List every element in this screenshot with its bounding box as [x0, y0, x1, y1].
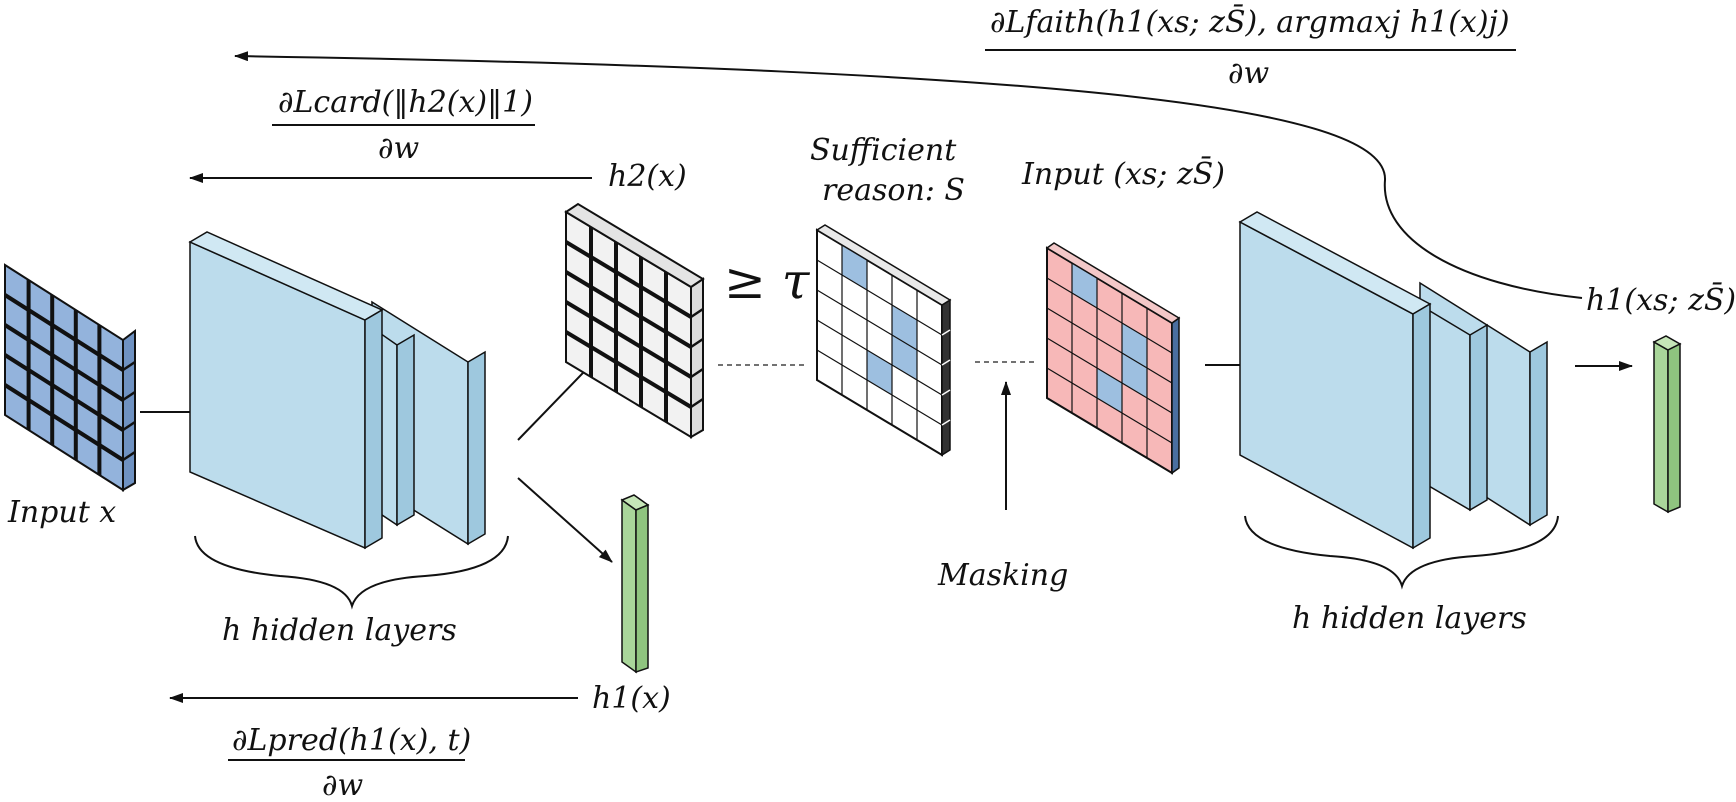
sufficient-label-line1: Sufficient — [810, 133, 957, 168]
masked-input-label: Input (xs; zS̄) — [1021, 156, 1225, 192]
masked-input-grid — [1045, 242, 1181, 475]
hidden-layers-left-label: h hidden layers — [222, 613, 457, 648]
hidden-layers-right — [1238, 211, 1548, 550]
geq-tau-label: ≥ τ — [724, 252, 811, 310]
h1-output-bar-left — [620, 494, 650, 674]
hidden-layers-left — [188, 231, 486, 550]
h1-masked-label: h1(xs; zS̄) — [1586, 282, 1736, 318]
input-x-label: Input x — [7, 495, 116, 530]
faith-loss-denominator: ∂w — [1228, 56, 1270, 91]
h1-output-bar-right — [1652, 335, 1682, 514]
brace-right — [1244, 515, 1559, 590]
pred-loss-numerator: ∂Lpred(h1(x), t) — [232, 723, 471, 758]
h1x-label: h1(x) — [592, 681, 671, 716]
masking-label: Masking — [937, 558, 1068, 593]
brace-left — [194, 535, 509, 610]
card-loss-denominator: ∂w — [378, 131, 420, 166]
pred-loss-denominator: ∂w — [322, 768, 364, 802]
hidden-layers-right-label: h hidden layers — [1292, 601, 1527, 636]
sufficient-label-line2: reason: S — [822, 173, 965, 208]
input-x-grid — [3, 263, 136, 492]
card-loss-numerator: ∂Lcard(‖h2(x)‖1) — [278, 85, 533, 120]
h2x-label: h2(x) — [608, 159, 687, 194]
h2-grid — [564, 202, 705, 439]
sufficient-reason-grid — [815, 224, 952, 457]
arrow-to-h1-bar — [517, 477, 613, 563]
faith-loss-numerator: ∂Lfaith(h1(xs; zS̄), argmaxj h1(x)j) — [990, 4, 1510, 40]
faith-loss-curve — [234, 51, 1583, 299]
